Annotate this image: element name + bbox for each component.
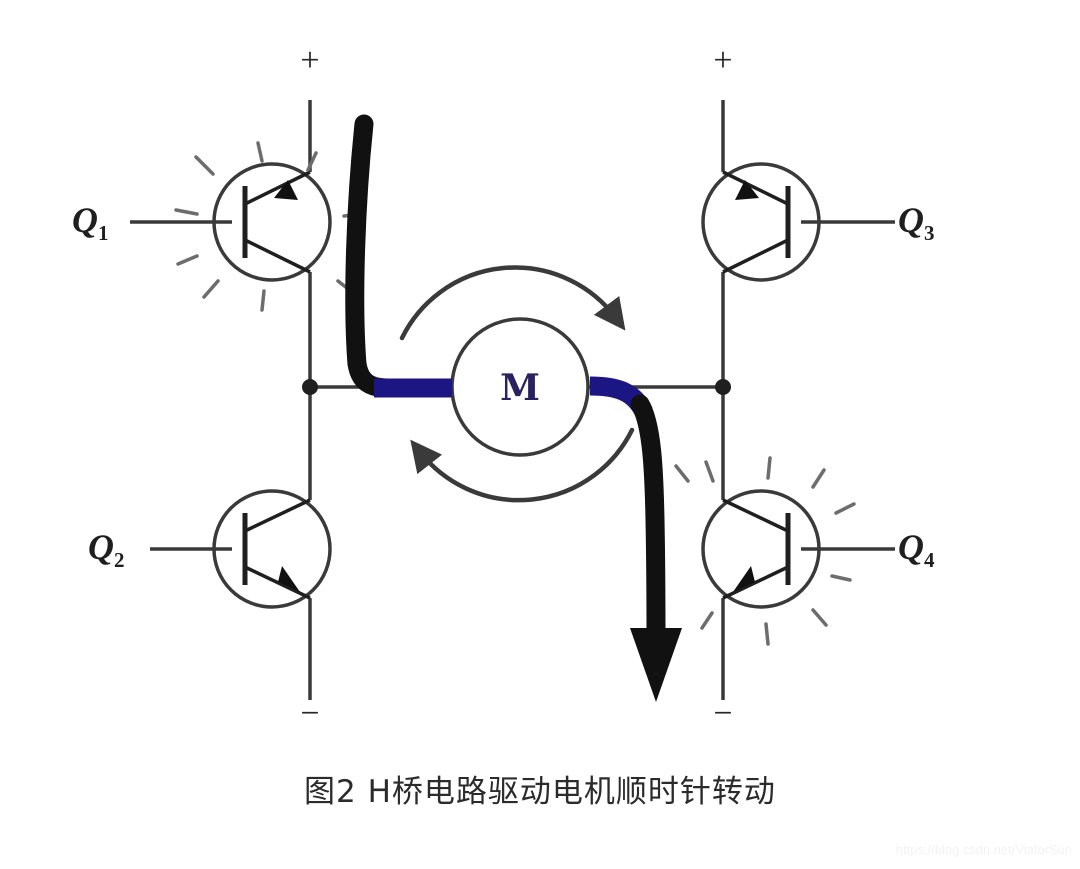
q4-label-subscript: 4: [924, 548, 935, 573]
left-positive-terminal-label: +: [300, 42, 320, 79]
transistor-q3[interactable]: [701, 162, 821, 282]
left-junction-dot: [302, 379, 318, 395]
transistor-q4[interactable]: [674, 456, 856, 646]
q1-label-subscript: 1: [98, 221, 109, 246]
q3-label-text: Q: [898, 200, 924, 240]
q4-collector-lead: [722, 498, 789, 533]
q3-emitter-lead: [722, 238, 789, 274]
q1-envelope: [212, 162, 332, 282]
q2-label-subscript: 2: [114, 548, 125, 573]
q1-active-sparkles: [174, 141, 364, 312]
q1-label-text: Q: [72, 200, 98, 240]
rotation-arc-bottom: [410, 427, 635, 503]
motor-symbol-label: M: [500, 367, 540, 409]
q1-collector-lead: [244, 170, 311, 206]
q1-emitter-lead: [244, 238, 311, 274]
rotation-arc-top: [399, 265, 626, 341]
q4-emitter-arrow: [733, 566, 755, 592]
q4-active-sparkles: [674, 456, 856, 646]
q2-emitter-arrow: [278, 566, 300, 592]
transistor-label-q1: Q1: [72, 199, 109, 246]
q4-envelope: [701, 489, 821, 609]
transistor-label-q4: Q4: [898, 526, 935, 573]
q2-collector-lead: [244, 498, 311, 533]
right-junction-dot: [715, 379, 731, 395]
q3-envelope: [701, 162, 821, 282]
current-out-stroke-black: [630, 394, 666, 650]
transistor-q2[interactable]: [212, 489, 332, 609]
q3-collector-lead: [722, 170, 789, 206]
right-positive-terminal-label: +: [713, 42, 733, 79]
right-negative-terminal-label: −: [713, 695, 733, 732]
wiring-layer: [130, 100, 895, 700]
q4-label-text: Q: [898, 527, 924, 567]
current-flow-path: [345, 114, 682, 702]
q2-envelope: [212, 489, 332, 609]
q2-emitter-lead: [244, 565, 311, 600]
q2-label-text: Q: [88, 527, 114, 567]
q3-emitter-arrow: [735, 180, 759, 200]
transistor-label-q3: Q3: [898, 199, 935, 246]
figure-caption: 图2 H桥电路驱动电机顺时针转动: [304, 774, 776, 810]
source-watermark: https://blog.csdn.net/ViatorSun: [895, 843, 1072, 857]
transistor-label-q2: Q2: [88, 526, 125, 573]
transistor-q1[interactable]: [174, 141, 364, 312]
current-flow-arrowhead: [630, 628, 682, 702]
q1-emitter-arrow: [274, 180, 298, 200]
q4-emitter-lead: [722, 565, 789, 600]
current-in-stroke-black: [345, 114, 398, 398]
q3-label-subscript: 3: [924, 221, 935, 246]
rotation-indicator: [399, 265, 635, 503]
left-negative-terminal-label: −: [300, 695, 320, 732]
